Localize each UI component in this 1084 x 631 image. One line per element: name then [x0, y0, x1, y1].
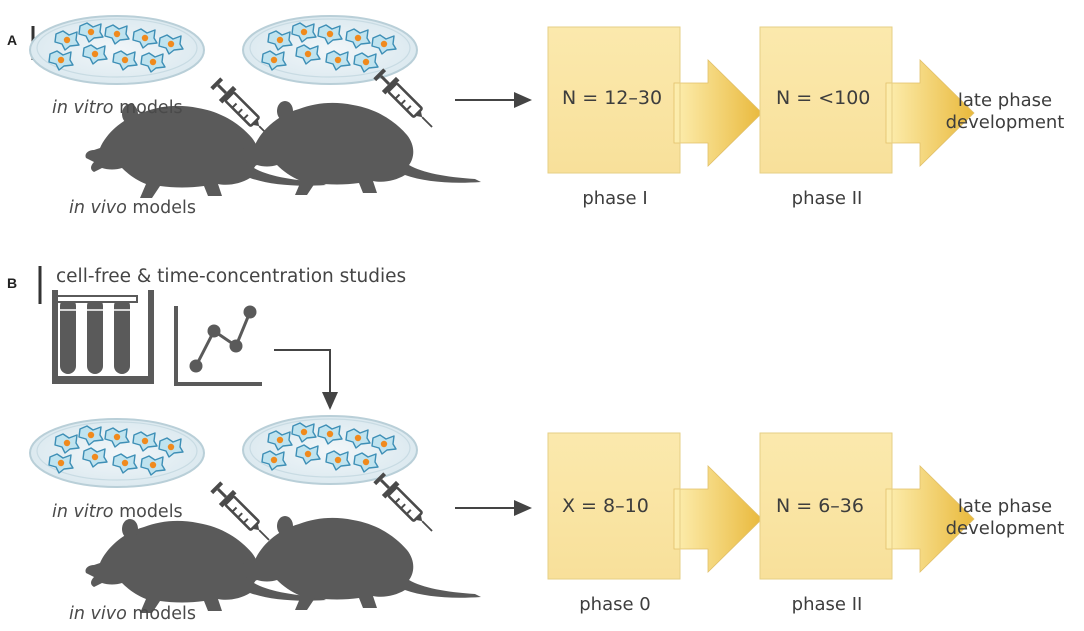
in-vitro-label: in vitro models — [52, 502, 183, 522]
phase-box-value: N = 6–36 — [776, 495, 864, 517]
phase-label: phase II — [791, 594, 863, 615]
late-phase-label: late phase development — [945, 496, 1065, 539]
petri-dish-icon — [243, 16, 417, 84]
phase-box-value: X = 8–10 — [562, 495, 649, 517]
phase-label: phase II — [791, 188, 863, 209]
in-vivo-label: in vivo models — [69, 198, 196, 218]
flow-arrow-icon — [274, 349, 338, 410]
in-vivo-label: in vivo models — [69, 604, 196, 624]
panel-letter-b: B — [7, 275, 18, 291]
panel-b — [30, 266, 975, 613]
phase-label: phase I — [582, 188, 648, 209]
petri-dish-icon — [30, 16, 204, 84]
in-vitro-label: in vitro models — [52, 98, 183, 118]
panel-a — [30, 16, 975, 199]
test-tubes-icon — [52, 290, 154, 384]
petri-dish-icon — [30, 419, 204, 487]
phase-label: phase 0 — [579, 594, 651, 615]
petri-dish-icon — [243, 416, 417, 484]
phase-box-value: N = <100 — [776, 87, 871, 109]
phase-box-value: N = 12–30 — [562, 87, 663, 109]
cell-free-studies-header: cell-free & time-concentration studies — [56, 266, 407, 287]
late-phase-label: late phase development — [945, 90, 1065, 133]
line-graph-icon — [174, 305, 262, 386]
panel-letter-a: A — [7, 32, 18, 48]
syringe-icon — [369, 468, 441, 540]
